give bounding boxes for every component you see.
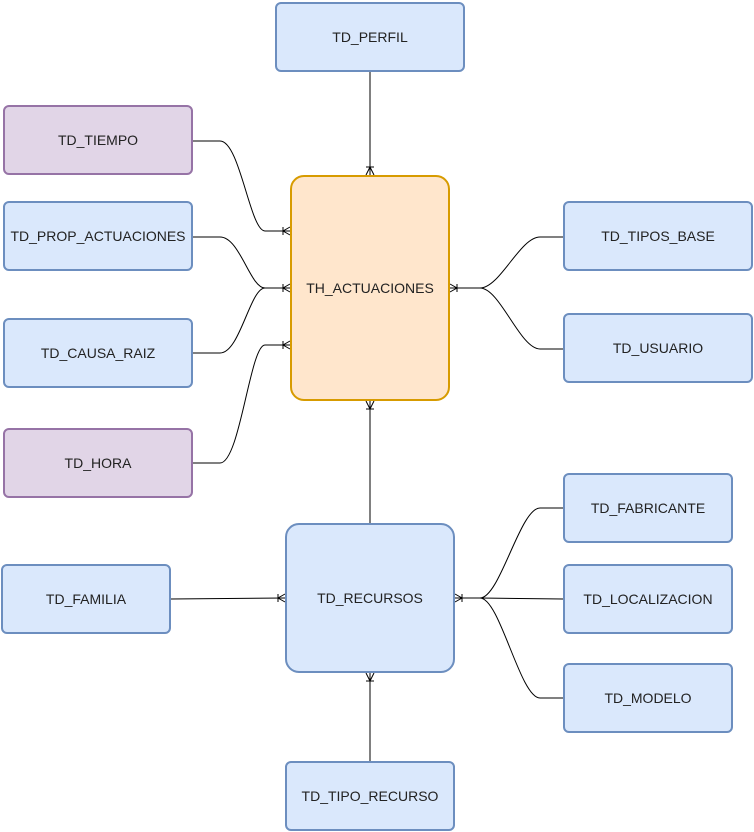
entity-label: TD_TIPO_RECURSO [301,788,439,804]
entity-td-recursos[interactable]: TD_RECURSOS [285,523,455,673]
entity-td-tiempo[interactable]: TD_TIEMPO [3,105,193,175]
crowfoot-tiporecurso [365,672,375,683]
entity-label: TD_TIEMPO [57,132,139,148]
entity-label: TH_ACTUACIONES [306,280,434,296]
entity-th-actuaciones[interactable]: TH_ACTUACIONES [290,175,450,401]
entity-label: TD_FAMILIA [45,591,127,607]
crowfoot-hora [281,340,291,350]
entity-label: TD_TIPOS_BASE [601,228,715,244]
entity-td-causa-raiz[interactable]: TD_CAUSA_RAIZ [3,318,193,388]
edge-prop-actuaciones [193,236,290,289]
edge-modelo-recursos [455,597,563,699]
entity-td-hora[interactable]: TD_HORA [3,428,193,498]
entity-label: TD_PROP_ACTUACIONES [10,228,186,244]
entity-label: TD_HORA [64,455,132,471]
entity-td-tipo-recurso[interactable]: TD_TIPO_RECURSO [285,761,455,831]
crowfoot-familia [276,593,286,603]
entity-td-usuario[interactable]: TD_USUARIO [563,313,753,383]
crowfoot-perfil [365,165,375,176]
entity-label: TD_LOCALIZACION [583,591,713,607]
entity-label: TD_FABRICANTE [590,500,706,516]
edge-usuario-actuaciones [450,287,563,350]
edge-familia-recursos [170,597,286,600]
entity-label: TD_RECURSOS [317,590,423,606]
entity-label: TD_CAUSA_RAIZ [40,345,156,361]
entity-label: TD_USUARIO [612,340,704,356]
entity-td-modelo[interactable]: TD_MODELO [563,663,733,733]
edge-causa-actuaciones [193,287,290,354]
entity-label: TD_PERFIL [332,29,408,45]
edge-hora-actuaciones [193,344,290,464]
edge-tiposbase-actuaciones [450,236,563,289]
entity-td-familia[interactable]: TD_FAMILIA [1,564,171,634]
crowfoot-tiempo [281,226,291,236]
entity-td-tipos-base[interactable]: TD_TIPOS_BASE [563,201,753,271]
entity-label: TD_MODELO [604,690,692,706]
entity-td-perfil[interactable]: TD_PERFIL [275,2,465,72]
entity-td-prop-actuaciones[interactable]: TD_PROP_ACTUACIONES [3,201,193,271]
crowfoot-recursos-actuaciones [365,400,375,411]
edge-tiempo-actuaciones [193,140,290,232]
entity-td-localizacion[interactable]: TD_LOCALIZACION [563,564,733,634]
entity-td-fabricante[interactable]: TD_FABRICANTE [563,473,733,543]
edge-fabricante-recursos [455,507,563,599]
